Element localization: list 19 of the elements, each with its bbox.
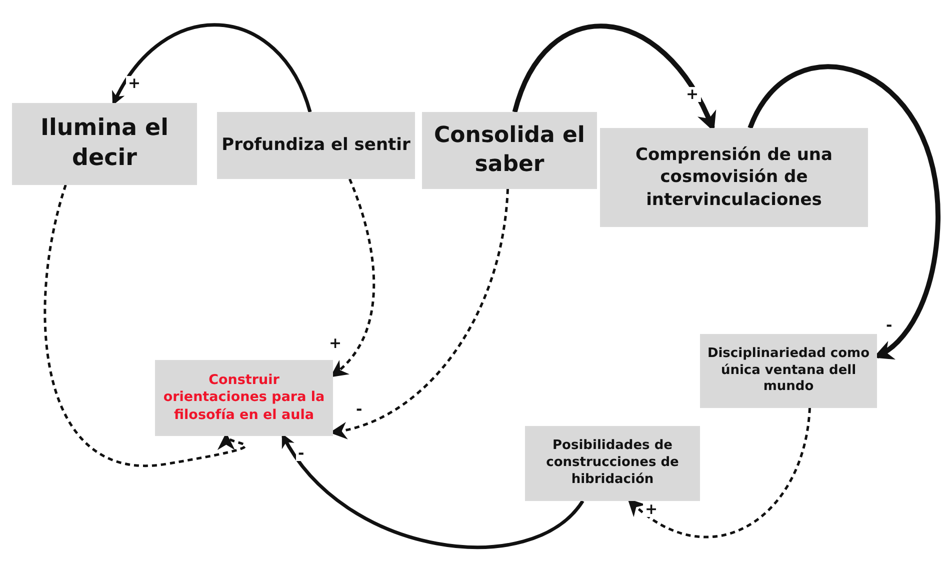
concept-text: Profundiza el sentir — [222, 134, 410, 157]
concept-text: Disciplinariedad como única ventana dell mundo — [706, 346, 871, 396]
concept-box — [525, 426, 700, 501]
concept-text: Consolida el saber — [433, 122, 586, 178]
concept-text: Comprensión de una cosmovisión de intervinculaciones — [634, 144, 834, 211]
concept-box — [600, 128, 868, 227]
concept-box — [12, 103, 197, 185]
concept-box — [155, 360, 333, 436]
concept-box — [217, 112, 415, 179]
concept-text: Construir orientaciones para la filosofía en el aula — [162, 372, 326, 424]
concept-text: Ilumina el decir — [39, 114, 170, 173]
curved-arrow — [112, 23, 312, 113]
dashed-arrow — [627, 408, 811, 538]
concept-box — [700, 334, 877, 408]
concept-text: Posibilidades de construcciones de hibridación — [545, 438, 680, 489]
dashed-arrow — [44, 184, 246, 467]
curved-arrow — [282, 434, 584, 549]
concept-box — [422, 112, 597, 189]
curved-arrow — [748, 64, 940, 358]
